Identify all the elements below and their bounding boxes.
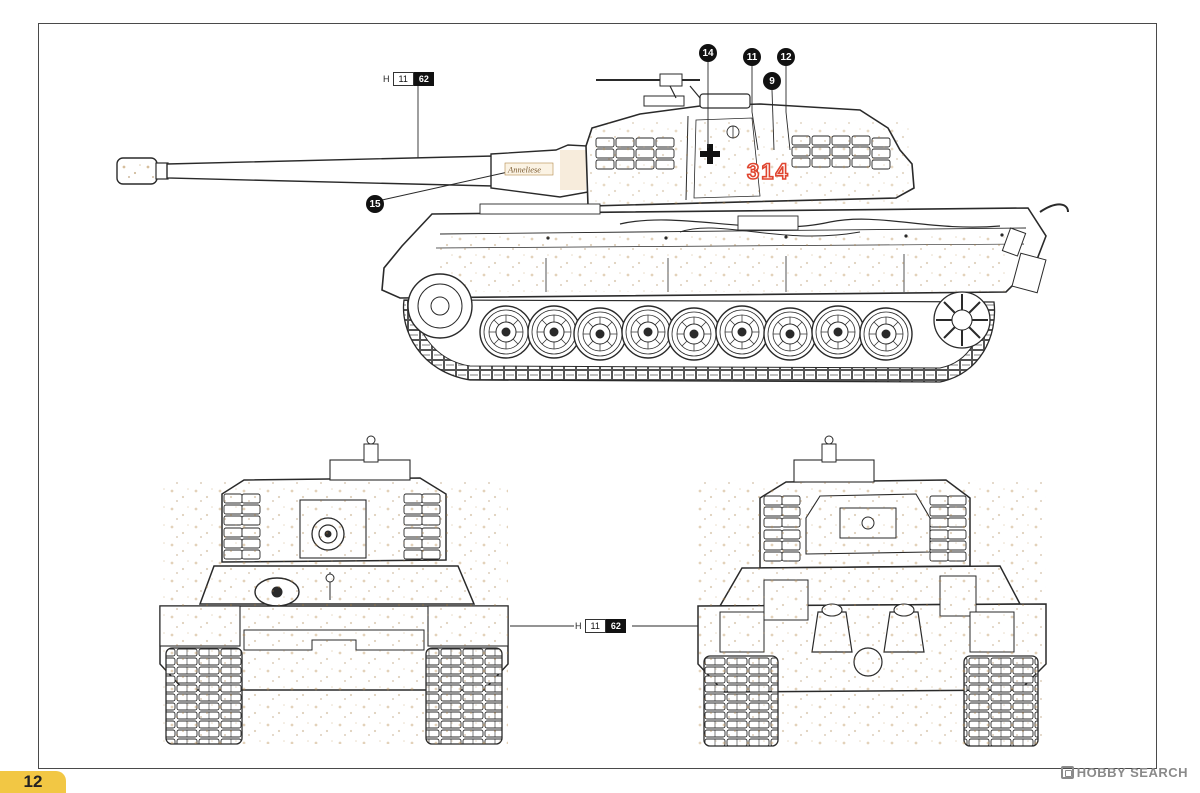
callout-14: 14 xyxy=(699,44,717,62)
paint-code-highlight: 62 xyxy=(605,619,626,633)
sprocket-wheel xyxy=(407,273,473,339)
watermark-text: HOBBY SEARCH xyxy=(1076,765,1188,780)
barrel-name-text: Anneliese xyxy=(507,165,541,175)
paint-code-highlight: 62 xyxy=(413,72,434,86)
turret-number-314: 314 xyxy=(746,158,790,185)
page-number: 12 xyxy=(0,771,66,793)
hobby-search-logo-icon xyxy=(1060,766,1074,779)
paint-code-prefix: H xyxy=(383,74,390,84)
callout-15: 15 xyxy=(366,195,384,213)
front-view xyxy=(159,435,509,745)
balkenkreuz-marking xyxy=(700,144,720,164)
paint-code-barrel: H 11 62 xyxy=(383,72,434,86)
paint-code-hull: H 11 62 xyxy=(575,619,626,633)
watermark: HOBBY SEARCH xyxy=(1060,765,1188,780)
turret xyxy=(585,73,915,207)
paint-code-number: 11 xyxy=(584,619,606,633)
callout-12: 12 xyxy=(777,48,795,66)
turret-number-text: 314 xyxy=(747,159,790,184)
paint-code-prefix: H xyxy=(575,621,582,631)
callout-11: 11 xyxy=(743,48,761,66)
side-view xyxy=(116,73,1069,383)
callout-9: 9 xyxy=(763,72,781,90)
running-gear xyxy=(402,273,996,383)
paint-code-number: 11 xyxy=(392,72,414,86)
leader-lines xyxy=(381,62,791,627)
rear-view xyxy=(697,435,1047,747)
hull xyxy=(381,203,1069,299)
idler-wheel xyxy=(933,291,991,349)
barrel-name-marking: Anneliese xyxy=(504,162,554,176)
